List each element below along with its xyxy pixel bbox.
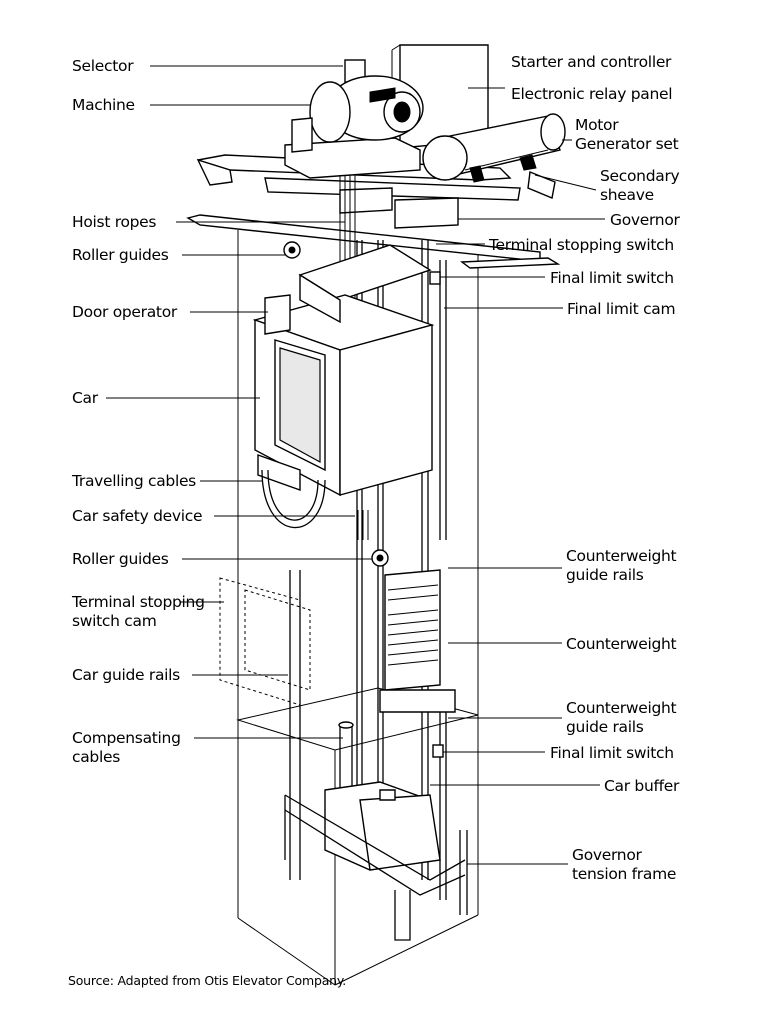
label-car: Car <box>72 389 99 407</box>
label-governor-tension-frame-2: tension frame <box>572 865 676 883</box>
label-terminal-stopping-switch-cam-1: Terminal stopping <box>71 593 205 611</box>
label-car-buffer: Car buffer <box>604 777 680 795</box>
car-safety-device <box>357 510 369 540</box>
roller-guides <box>283 241 389 567</box>
label-motor-generator-2: Generator set <box>575 135 679 153</box>
label-starter-and-controller: Starter and controller <box>511 53 672 71</box>
label-terminal-stopping-switch-cam-2: switch cam <box>72 612 157 630</box>
label-final-limit-switch-top: Final limit switch <box>550 269 674 287</box>
leader-lines <box>106 65 605 865</box>
governor-tension-frame <box>284 794 468 941</box>
car-buffer <box>324 781 441 871</box>
label-compensating-cables-2: cables <box>72 748 120 766</box>
governor <box>339 187 459 229</box>
label-motor-generator-1: Motor <box>575 116 619 134</box>
label-final-limit-cam: Final limit cam <box>567 300 675 318</box>
final-limit-switch-top <box>429 271 441 285</box>
terminal-stopping-switch-cam <box>219 577 311 706</box>
counterweight <box>379 569 456 713</box>
label-roller-guides-bottom: Roller guides <box>72 550 169 568</box>
label-terminal-stopping-switch: Terminal stopping switch <box>488 236 674 254</box>
label-compensating-cables-1: Compensating <box>72 729 181 747</box>
label-counterweight-guide-rails-bottom-2: guide rails <box>566 718 644 736</box>
label-final-limit-switch-bottom: Final limit switch <box>550 744 674 762</box>
label-hoist-ropes: Hoist ropes <box>72 213 156 231</box>
label-roller-guides-top: Roller guides <box>72 246 169 264</box>
source-caption: Source: Adapted from Otis Elevator Compa… <box>68 973 346 988</box>
final-limit-switch-bottom <box>432 744 444 758</box>
compensating-cables <box>338 721 354 790</box>
label-car-safety-device: Car safety device <box>72 507 202 525</box>
label-electronic-relay-panel: Electronic relay panel <box>511 85 672 103</box>
label-machine: Machine <box>72 96 135 114</box>
label-secondary-sheave-1: Secondary <box>600 167 680 185</box>
label-selector: Selector <box>72 57 134 75</box>
motor-generator-set <box>422 113 566 183</box>
label-counterweight-guide-rails-top-2: guide rails <box>566 566 644 584</box>
label-governor: Governor <box>610 211 681 229</box>
elevator-drawing <box>186 44 566 986</box>
travelling-cables <box>261 469 326 529</box>
machine <box>284 59 424 179</box>
label-counterweight-guide-rails-top-1: Counterweight <box>566 547 677 565</box>
label-door-operator: Door operator <box>72 303 178 321</box>
label-travelling-cables: Travelling cables <box>71 472 196 490</box>
labels: Selector Machine Hoist ropes Roller guid… <box>71 53 681 883</box>
label-car-guide-rails: Car guide rails <box>72 666 180 684</box>
label-counterweight-guide-rails-bottom-1: Counterweight <box>566 699 677 717</box>
car <box>252 244 435 497</box>
label-secondary-sheave-2: sheave <box>600 186 654 204</box>
label-governor-tension-frame-1: Governor <box>572 846 643 864</box>
label-counterweight: Counterweight <box>566 635 677 653</box>
